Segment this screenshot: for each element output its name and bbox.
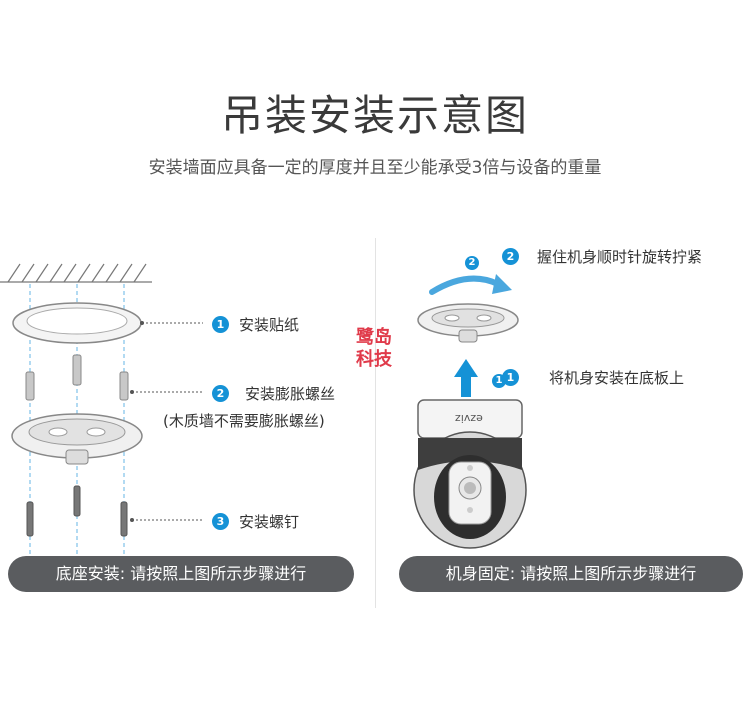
step-sticker: 1 安装贴纸 (212, 314, 299, 335)
screws (26, 485, 128, 537)
panel-divider (375, 238, 376, 608)
camera-brand-logo: ezviz (455, 412, 483, 425)
step-mount: 1 将机身安装在底板上 (502, 367, 684, 388)
page-subtitle: 安装墙面应具备一定的厚度并且至少能承受3倍与设备的重量 (148, 158, 602, 178)
step-label: 安装螺钉 (239, 513, 300, 531)
body-fix-caption: 机身固定: 请按照上图所示步骤进行 (399, 556, 743, 592)
base-install-caption: 底座安装: 请按照上图所示步骤进行 (8, 556, 354, 592)
step-label: 安装贴纸 (239, 316, 300, 334)
camera-body (413, 399, 527, 549)
rotate-arrow-icon (429, 275, 501, 295)
step-label: 将机身安装在底板上 (549, 369, 685, 387)
step-anchors: 2 安装膨胀螺丝 (212, 383, 335, 404)
wood-wall-note: (木质墙不需要膨胀螺丝) (163, 412, 325, 430)
mount-base (417, 303, 519, 343)
ceiling-hatch (0, 263, 152, 283)
arrow-step-badge: 2 (465, 250, 479, 270)
step-screws: 3 安装螺钉 (212, 511, 299, 532)
sticker-ring (12, 302, 142, 344)
step-number-badge: 2 (502, 248, 519, 265)
step-number-badge: 2 (212, 385, 229, 402)
step-number-badge: 1 (212, 316, 229, 333)
base-plate (11, 413, 143, 465)
page-title: 吊装安装示意图 (220, 91, 529, 140)
expansion-anchors (25, 354, 129, 401)
step-number-badge: 1 (502, 369, 519, 386)
step-rotate: 2 握住机身顺时针旋转拧紧 (502, 246, 702, 267)
step-label: 安装膨胀螺丝 (245, 385, 336, 403)
watermark: 鹭岛 科技 (356, 327, 392, 370)
step-number-badge: 3 (212, 513, 229, 530)
up-arrow-icon (454, 359, 478, 397)
step-label: 握住机身顺时针旋转拧紧 (537, 248, 703, 266)
